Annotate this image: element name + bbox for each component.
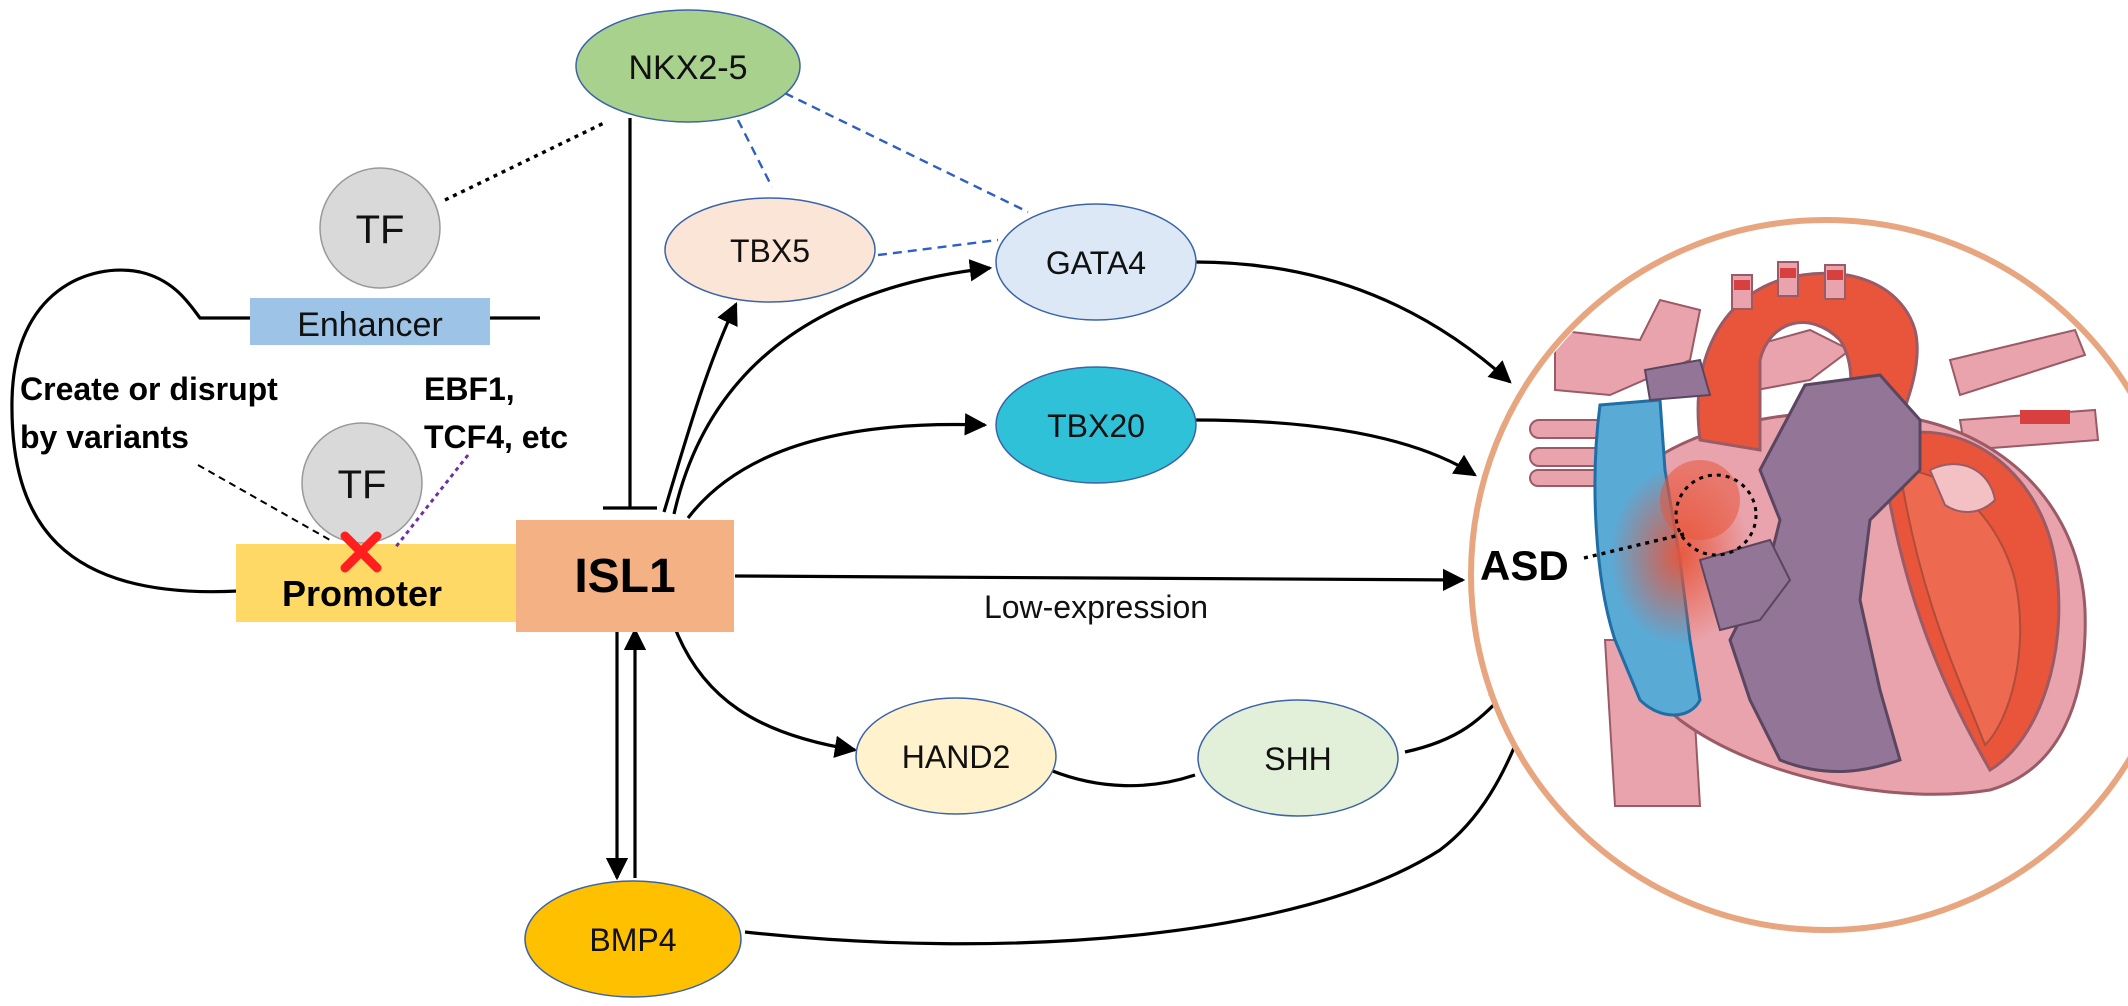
low-expression-label: Low-expression bbox=[984, 589, 1208, 625]
heart-illustration: ASD bbox=[1468, 217, 2128, 933]
dna-loop bbox=[10, 268, 540, 594]
asd-label: ASD bbox=[1480, 542, 1569, 589]
factors-text-line2: TCF4, etc bbox=[424, 419, 568, 455]
gata4-heart-arrow bbox=[1194, 260, 1512, 384]
variants-text-line2: by variants bbox=[20, 419, 189, 455]
enhancer-element: Enhancer bbox=[250, 298, 490, 345]
promoter-label: Promoter bbox=[282, 573, 442, 614]
hand2-label: HAND2 bbox=[902, 739, 1010, 775]
nkx25-inhibits-isl1 bbox=[603, 118, 657, 510]
defect-marker bbox=[1674, 473, 1758, 557]
tbx5-label: TBX5 bbox=[730, 233, 810, 269]
bmp4-heart-arrow bbox=[744, 717, 1529, 946]
tf-top-label: TF bbox=[356, 208, 405, 252]
factors-pointer bbox=[393, 454, 470, 549]
node-gata4: GATA4 bbox=[995, 203, 1197, 321]
tbx20-label: TBX20 bbox=[1047, 408, 1145, 444]
tf-nkx25-link bbox=[444, 120, 607, 202]
tf-bottom-label: TF bbox=[338, 463, 387, 507]
tf-top: TF bbox=[319, 167, 441, 289]
isl1-heart-arrow bbox=[734, 568, 1466, 592]
node-shh: SHH bbox=[1197, 699, 1399, 817]
hand2-shh-link bbox=[1049, 768, 1196, 788]
isl1-label: ISL1 bbox=[574, 550, 675, 603]
enhancer-label: Enhancer bbox=[297, 306, 443, 344]
isl1-gata4-arrow bbox=[672, 259, 993, 515]
isl1-tbx20-arrow bbox=[686, 413, 988, 519]
nkx25-tbx5-link bbox=[736, 119, 774, 188]
factors-text-line1: EBF1, bbox=[424, 371, 515, 407]
node-hand2: HAND2 bbox=[855, 697, 1057, 815]
node-nkx25: NKX2-5 bbox=[575, 9, 801, 123]
promoter-element: Promoter bbox=[236, 544, 518, 622]
variants-text-line1: Create or disrupt bbox=[20, 371, 278, 407]
tbx5-gata4-link bbox=[877, 238, 999, 257]
tbx20-heart-arrow bbox=[1194, 418, 1477, 477]
gata4-label: GATA4 bbox=[1046, 245, 1146, 281]
shh-label: SHH bbox=[1264, 741, 1332, 777]
bmp4-label: BMP4 bbox=[589, 922, 676, 958]
isl1-hand2-arrow bbox=[670, 619, 858, 758]
isl1-tbx5-arrow bbox=[662, 301, 738, 513]
node-tbx5: TBX5 bbox=[664, 197, 876, 303]
node-bmp4: BMP4 bbox=[524, 880, 742, 998]
tf-bottom: TF bbox=[301, 422, 423, 544]
nkx25-gata4-link bbox=[757, 78, 1029, 214]
red-x-icon bbox=[340, 531, 382, 573]
nkx25-label: NKX2-5 bbox=[628, 49, 747, 87]
node-isl1: ISL1 bbox=[516, 520, 734, 632]
variants-pointer bbox=[197, 464, 331, 541]
node-tbx20: TBX20 bbox=[995, 366, 1197, 484]
